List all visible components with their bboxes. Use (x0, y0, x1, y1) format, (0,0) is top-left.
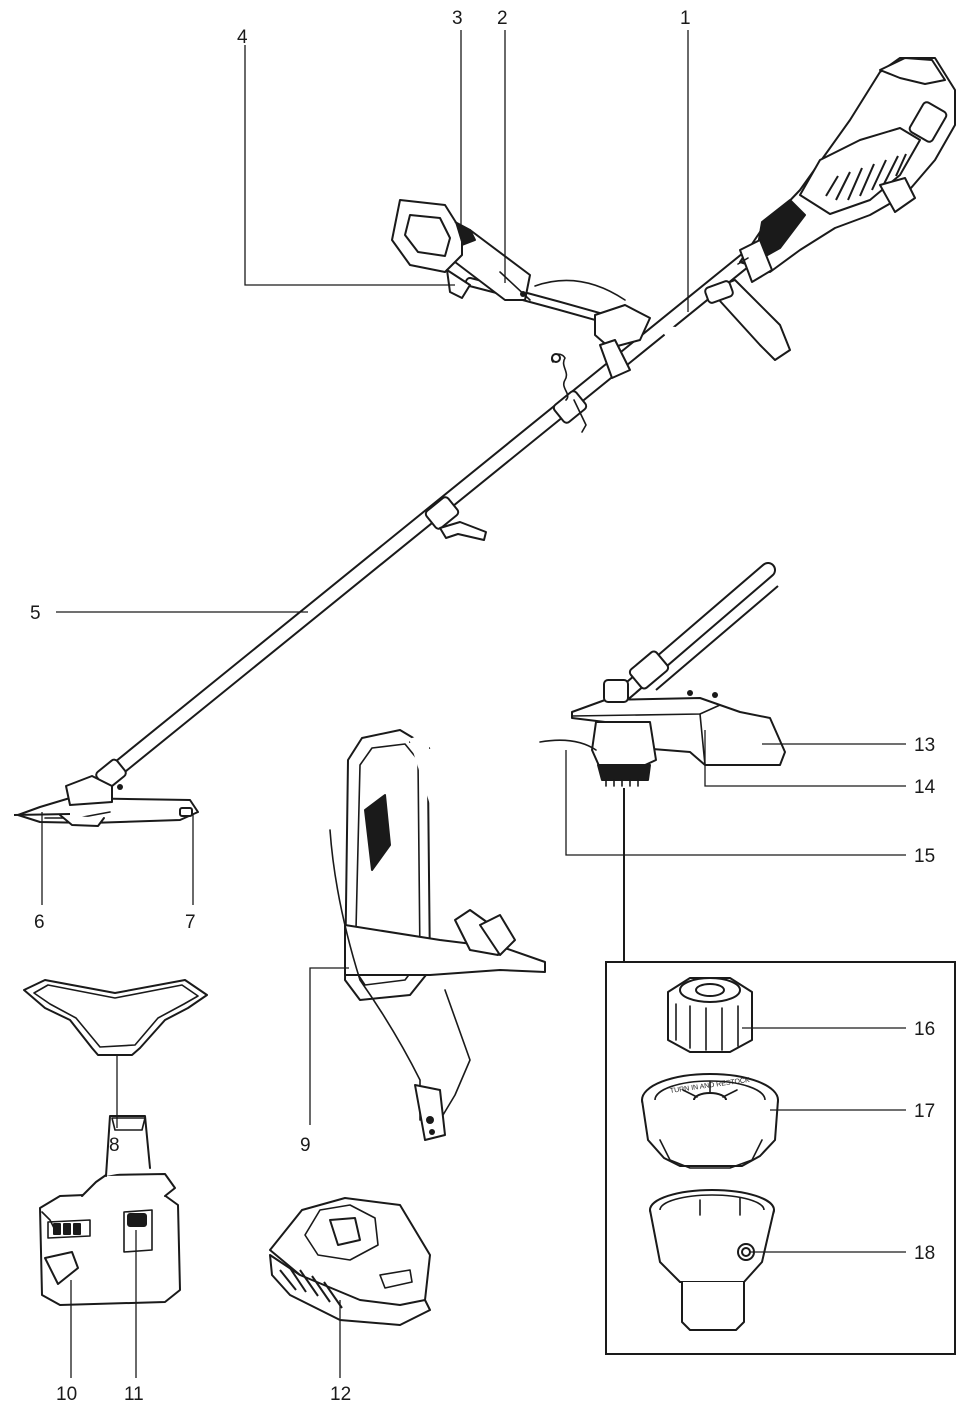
head-detail-shaft (618, 562, 779, 700)
callout-4: 4 (237, 27, 248, 48)
head-detail-spool (539, 721, 657, 787)
guard-frame (23, 979, 208, 1056)
callout-14: 14 (914, 777, 936, 798)
trimmer-shaft (95, 250, 756, 790)
charger (269, 1197, 431, 1326)
callout-3: 3 (452, 8, 463, 29)
callout-labels: 1 2 3 4 5 6 7 8 9 10 11 12 13 14 15 16 1… (30, 8, 936, 1405)
callout-16: 16 (914, 1019, 935, 1040)
callout-15: 15 (914, 846, 935, 867)
shoulder-strap-ring (551, 353, 587, 433)
battery-pack (39, 1115, 181, 1306)
callout-1: 1 (680, 8, 691, 29)
callout-9: 9 (300, 1135, 311, 1156)
callout-7: 7 (185, 912, 196, 933)
spool-cap (667, 977, 753, 1053)
loop-handle (658, 279, 803, 395)
callout-2: 2 (497, 8, 508, 29)
callout-5: 5 (30, 603, 41, 624)
callout-18: 18 (914, 1243, 935, 1264)
trimmer-head-guard (13, 775, 199, 827)
line-spool: TURN IN AND RESTOCK (641, 1073, 779, 1169)
main-handle (737, 199, 806, 283)
callout-13: 13 (914, 735, 935, 756)
callout-12: 12 (330, 1384, 351, 1405)
callout-8: 8 (109, 1135, 120, 1156)
spool-housing (649, 1189, 775, 1331)
leader-lines (41, 30, 906, 1378)
harness (329, 729, 546, 1141)
callout-11: 11 (124, 1384, 144, 1405)
detail-box (605, 788, 956, 1355)
callout-6: 6 (34, 912, 45, 933)
callout-10: 10 (56, 1384, 77, 1405)
callout-17: 17 (914, 1101, 935, 1122)
throttle-trigger-switch (391, 199, 476, 299)
